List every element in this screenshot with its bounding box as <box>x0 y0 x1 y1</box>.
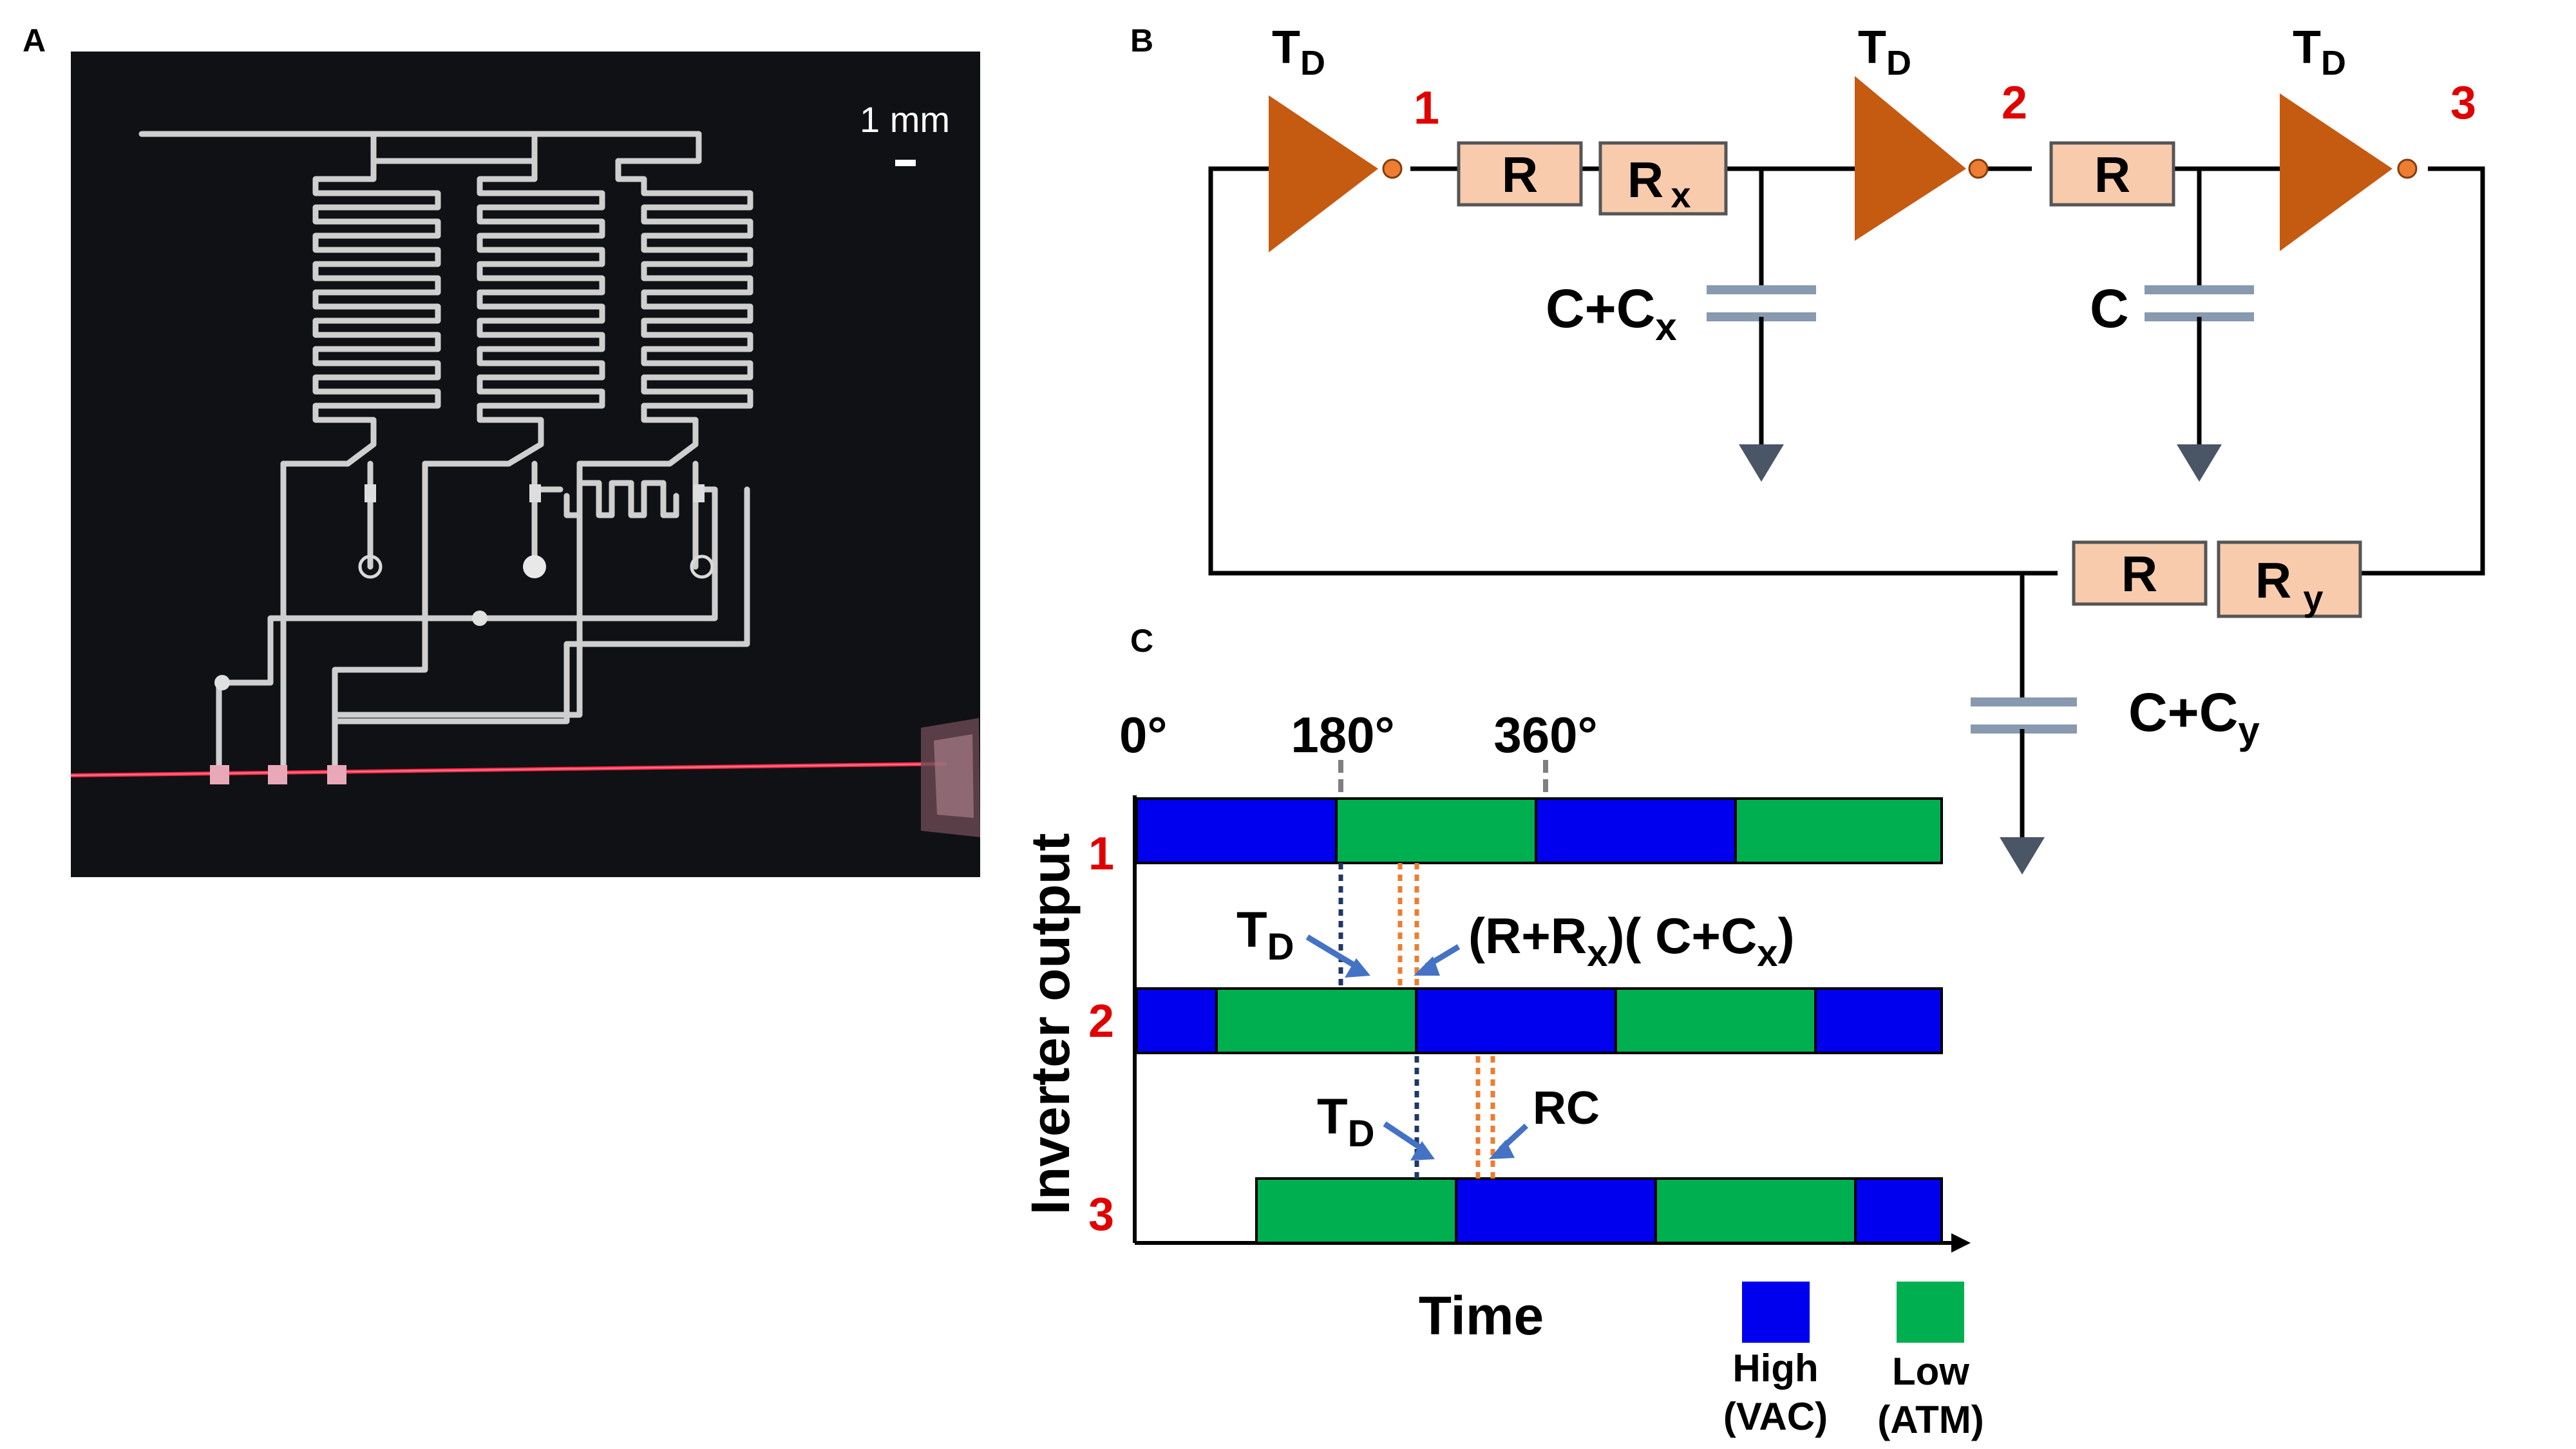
resistor-ry: R y <box>2217 540 2362 618</box>
svg-text:R: R <box>1502 146 1538 203</box>
td-annotation-1: TD <box>1236 901 1294 968</box>
row-label-3: 3 <box>1088 1189 1114 1240</box>
panel-label-b: B <box>1130 23 1153 59</box>
td-arrow-1 <box>1305 934 1358 969</box>
rc-annotation-2: RC <box>1533 1083 1600 1134</box>
td-annotation-2: TD <box>1317 1088 1375 1155</box>
td-arrowhead-2 <box>1410 1141 1435 1160</box>
timing-bar-row3-seg1 <box>1255 1177 1457 1244</box>
resistor-rx: R x <box>1598 141 1728 216</box>
timing-diagram: 0° 180° 360° 1 2 3 Inverter output Time … <box>1020 706 1984 1441</box>
timing-bar-row2-seg1 <box>1135 987 1218 1054</box>
node-label-3: 3 <box>2450 77 2476 129</box>
serpentine-channel-3 <box>576 158 753 467</box>
x-axis-label: Time <box>1419 1285 1544 1346</box>
legend-sublabel-low: (ATM) <box>1877 1398 1984 1441</box>
node-label-2: 2 <box>2002 77 2027 129</box>
phase-label-180: 180° <box>1291 706 1394 763</box>
capacitor-cy: C+Cy <box>1971 682 2260 875</box>
timing-bar-row1-seg3 <box>1535 797 1737 864</box>
timing-bar-row2-seg4 <box>1615 987 1817 1054</box>
ring-oscillator-circuit: TD TD TD 1 2 3 R R x R R R y <box>1208 22 2485 875</box>
capacitor-c: C <box>2090 278 2254 482</box>
rc-arrowhead-2 <box>1489 1140 1515 1159</box>
phase-label-360: 360° <box>1493 706 1597 763</box>
rc-annotation-1: (R+Rx)( C+Cx) <box>1468 907 1795 974</box>
inverter-2 <box>1855 76 1989 241</box>
y-axis-label: Inverter output <box>1020 833 1081 1215</box>
td-arrowhead-1 <box>1345 958 1370 978</box>
scale-bar <box>895 160 916 166</box>
legend: High (VAC) Low (ATM) <box>1723 1282 1984 1441</box>
timing-bar-row3-seg2 <box>1455 1177 1657 1244</box>
svg-text:x: x <box>1671 175 1690 215</box>
svg-text:R: R <box>2255 552 2291 609</box>
inverter-label-1: TD <box>1272 22 1325 82</box>
resistor-r1: R <box>1457 141 1583 207</box>
timing-bar-row2-seg3 <box>1415 987 1617 1054</box>
device-photo: 1 mm <box>70 52 980 877</box>
legend-sublabel-high: (VAC) <box>1723 1395 1828 1438</box>
x-axis-arrowhead <box>1951 1233 1971 1253</box>
panel-label-c: C <box>1130 623 1153 659</box>
svg-text:R: R <box>2094 146 2130 203</box>
phase-label-0: 0° <box>1119 706 1168 763</box>
timing-bar-row3-seg3 <box>1654 1177 1857 1244</box>
legend-label-low: Low <box>1892 1350 1969 1393</box>
scale-label: 1 mm <box>860 99 950 140</box>
resistor-r2: R <box>2049 141 2175 207</box>
legend-swatch-high <box>1742 1282 1810 1343</box>
td-arrow-2 <box>1383 1121 1425 1152</box>
capacitor-label-cy: C+Cy <box>2128 682 2260 752</box>
row-label-1: 1 <box>1088 828 1114 880</box>
capacitor-label-c: C <box>2090 278 2129 339</box>
svg-text:R: R <box>2121 545 2157 602</box>
svg-text:y: y <box>2303 578 2323 618</box>
timing-bar-row2-seg2 <box>1215 987 1417 1054</box>
node-label-1: 1 <box>1414 82 1439 134</box>
inverter-1 <box>1269 95 1403 252</box>
svg-text:R: R <box>1627 151 1663 208</box>
serpentine-channel-2 <box>422 158 605 467</box>
rc-arrowhead-1 <box>1414 956 1440 976</box>
inverter-label-2: TD <box>1858 22 1911 82</box>
timing-bar-row2-seg5 <box>1814 987 1943 1054</box>
inverter-3 <box>2280 93 2418 251</box>
legend-swatch-low <box>1897 1282 1964 1343</box>
capacitor-label-cx: C+Cx <box>1546 278 1677 348</box>
timing-bar-row1-seg4 <box>1734 797 1943 864</box>
row-label-2: 2 <box>1088 996 1114 1047</box>
legend-label-high: High <box>1732 1347 1818 1390</box>
timing-bar-row1-seg2 <box>1335 797 1537 864</box>
inverter-label-3: TD <box>2293 22 2346 82</box>
capacitor-cx: C+Cx <box>1546 278 1816 482</box>
timing-bar-row3-seg4 <box>1854 1177 1943 1244</box>
resistor-r3: R <box>2072 540 2208 606</box>
timing-bar-row1-seg1 <box>1135 797 1338 864</box>
panel-label-a: A <box>23 23 46 59</box>
serpentine-channel-1 <box>280 158 441 467</box>
